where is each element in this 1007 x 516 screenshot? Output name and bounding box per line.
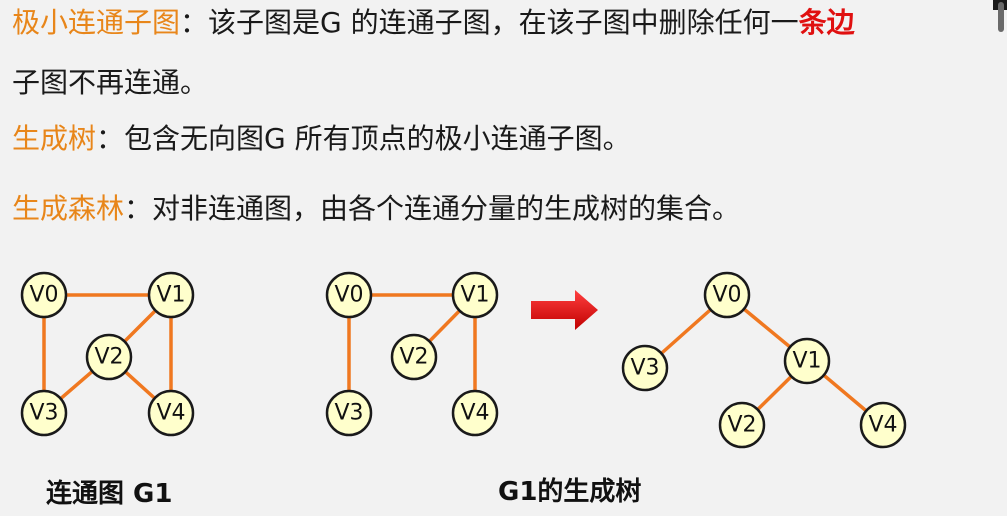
graph-subgraph: V0 V1 V2 V3 V4: [325, 271, 499, 437]
svg-text:V1: V1: [156, 283, 185, 308]
svg-text:V1: V1: [792, 349, 821, 374]
node-v1: V1: [451, 271, 499, 319]
colon: ：: [180, 6, 209, 39]
svg-text:V2: V2: [727, 413, 756, 438]
highlight-edge-word: 条边: [798, 6, 855, 39]
svg-text:V0: V0: [334, 283, 363, 308]
svg-text:V4: V4: [460, 401, 489, 426]
svg-text:V3: V3: [334, 401, 363, 426]
definition-continuation: 子图不再连通。: [12, 66, 209, 99]
node-v3: V3: [325, 389, 373, 437]
svg-text:V1: V1: [460, 283, 489, 308]
caption-graph-g1: 连通图 G1: [46, 479, 173, 509]
svg-text:V0: V0: [29, 283, 58, 308]
svg-text:V4: V4: [156, 401, 185, 426]
node-v4: V4: [147, 389, 195, 437]
definition-minimal-connected: 极小连通子图：该子图是G 的连通子图，在该子图中删除任何一条边: [12, 6, 855, 40]
term-spanning-forest: 生成森林: [12, 192, 125, 225]
right-arrow-icon: [531, 290, 598, 330]
definition-text: 该子图是G 的连通子图，在该子图中删除任何一: [208, 6, 799, 39]
graph-g1: V0 V1 V2 V3 V4: [20, 271, 195, 437]
svg-text:V2: V2: [94, 345, 123, 370]
definition-text: 包含无向图G 所有顶点的极小连通子图。: [124, 122, 631, 155]
node-v4: V4: [451, 389, 499, 437]
node-v4: V4: [859, 401, 907, 449]
node-v0: V0: [703, 271, 751, 319]
definition-spanning-tree: 生成树：包含无向图G 所有顶点的极小连通子图。: [12, 122, 631, 156]
node-v0: V0: [20, 271, 68, 319]
definition-spanning-forest: 生成森林：对非连通图，由各个连通分量的生成树的集合。: [12, 192, 740, 226]
svg-text:V2: V2: [399, 345, 428, 370]
node-v2: V2: [85, 333, 133, 381]
node-v0: V0: [325, 271, 373, 319]
scrollbar-thumb[interactable]: [998, 2, 1004, 32]
caption-spanning-tree: G1的生成树: [498, 477, 642, 507]
node-v1: V1: [147, 271, 195, 319]
definition-text: 对非连通图，由各个连通分量的生成树的集合。: [152, 192, 741, 225]
node-v1: V1: [783, 337, 831, 385]
node-v3: V3: [20, 389, 68, 437]
svg-text:V3: V3: [29, 401, 58, 426]
svg-text:V4: V4: [868, 413, 897, 438]
graph-spanning-tree: V0 V3 V1 V2 V4: [621, 271, 907, 449]
term-minimal-connected: 极小连通子图: [12, 6, 181, 39]
node-v2: V2: [718, 401, 766, 449]
svg-text:V3: V3: [630, 356, 659, 381]
node-v2: V2: [390, 333, 438, 381]
node-v3: V3: [621, 344, 669, 392]
term-spanning-tree: 生成树: [12, 122, 97, 155]
svg-text:V0: V0: [712, 283, 741, 308]
colon: ：: [96, 122, 125, 155]
colon: ：: [124, 192, 153, 225]
